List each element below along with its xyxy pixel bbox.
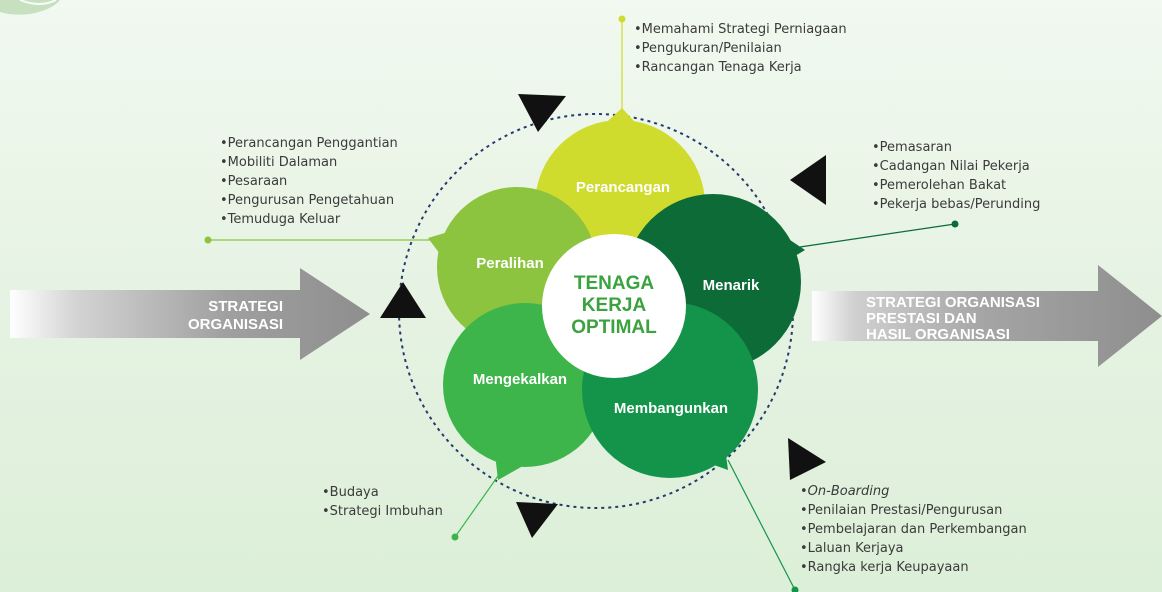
- connector-mengekalkan: [454, 475, 499, 538]
- cycle-arrow-left: [380, 282, 426, 318]
- callout-peralihan-item: •Temuduga Keluar: [220, 212, 341, 227]
- center-line-1: TENAGA: [574, 273, 655, 294]
- callout-menarik-item: •Pekerja bebas/Perunding: [872, 197, 1040, 212]
- callout-peralihan-item: •Perancangan Penggantian: [220, 136, 398, 151]
- callout-mengekalkan-item: •Strategi Imbuhan: [322, 504, 443, 519]
- callout-menarik: •Pemasaran •Cadangan Nilai Pekerja •Peme…: [872, 140, 1040, 212]
- cycle-arrowheads: [380, 94, 826, 538]
- dot-membangunkan: [791, 586, 799, 592]
- callout-perancangan: •Memahami Strategi Perniagaan •Pengukura…: [634, 22, 847, 75]
- center-line-3: OPTIMAL: [571, 317, 657, 338]
- petal-label-perancangan: Perancangan: [576, 179, 670, 196]
- callout-membangunkan-item: •On-Boarding: [800, 484, 889, 499]
- callout-membangunkan-item: •Laluan Kerjaya: [800, 541, 904, 556]
- petal-label-membangunkan: Membangunkan: [614, 400, 728, 417]
- cycle-arrow-bottom-left: [516, 502, 558, 538]
- dot-mengekalkan: [451, 533, 459, 541]
- callout-membangunkan-item: •Pembelajaran dan Perkembangan: [800, 522, 1027, 537]
- callout-peralihan-item: •Mobiliti Dalaman: [220, 155, 337, 170]
- right-outcome-arrow: STRATEGI ORGANISASI PRESTASI DAN HASIL O…: [812, 265, 1162, 367]
- callout-membangunkan-onboarding: On-Boarding: [808, 484, 890, 499]
- callout-peralihan: •Perancangan Penggantian •Mobiliti Dalam…: [220, 136, 398, 227]
- callout-membangunkan-item: •Rangka kerja Keupayaan: [800, 560, 969, 575]
- dot-perancangan: [618, 15, 626, 23]
- callout-peralihan-item: •Pesaraan: [220, 174, 287, 189]
- left-strategy-arrow: STRATEGI ORGANISASI: [10, 268, 370, 360]
- right-arrow-line-1: STRATEGI ORGANISASI: [866, 294, 1040, 311]
- callout-perancangan-item: •Memahami Strategi Perniagaan: [634, 22, 847, 37]
- callout-mengekalkan: •Budaya •Strategi Imbuhan: [322, 485, 443, 519]
- left-arrow-line-2: ORGANISASI: [188, 316, 283, 333]
- dot-menarik: [951, 220, 959, 228]
- center-line-2: KERJA: [582, 295, 647, 316]
- callout-membangunkan: •On-Boarding •Penilaian Prestasi/Penguru…: [800, 484, 1027, 575]
- connector-dots: [204, 15, 959, 592]
- callout-menarik-item: •Pemerolehan Bakat: [872, 178, 1006, 193]
- left-arrow-line-1: STRATEGI: [208, 298, 283, 315]
- callout-menarik-item: •Cadangan Nilai Pekerja: [872, 159, 1030, 174]
- callout-menarik-item: •Pemasaran: [872, 140, 952, 155]
- petal-label-peralihan: Peralihan: [476, 255, 544, 272]
- right-arrow-line-2: PRESTASI DAN: [866, 310, 977, 327]
- callout-perancangan-item: •Rancangan Tenaga Kerja: [634, 60, 802, 75]
- callout-mengekalkan-item: •Budaya: [322, 485, 379, 500]
- callout-perancangan-item: •Pengukuran/Penilaian: [634, 41, 782, 56]
- cycle-arrow-right-upper: [790, 155, 826, 205]
- petal-label-menarik: Menarik: [703, 277, 760, 294]
- leaf-decoration: [0, 0, 60, 15]
- right-arrow-line-3: HASIL ORGANISASI: [866, 326, 1010, 343]
- cycle-arrow-right-lower: [788, 438, 826, 480]
- center-core: TENAGA KERJA OPTIMAL: [542, 234, 686, 378]
- callout-peralihan-item: •Pengurusan Pengetahuan: [220, 193, 394, 208]
- dot-peralihan: [204, 236, 212, 244]
- connector-menarik: [799, 223, 956, 248]
- petal-label-mengekalkan: Mengekalkan: [473, 371, 567, 388]
- callout-connectors: [208, 19, 956, 591]
- connector-membangunkan: [727, 459, 796, 591]
- callout-membangunkan-item: •Penilaian Prestasi/Pengurusan: [800, 503, 1002, 518]
- cycle-arrow-top-left: [518, 94, 566, 132]
